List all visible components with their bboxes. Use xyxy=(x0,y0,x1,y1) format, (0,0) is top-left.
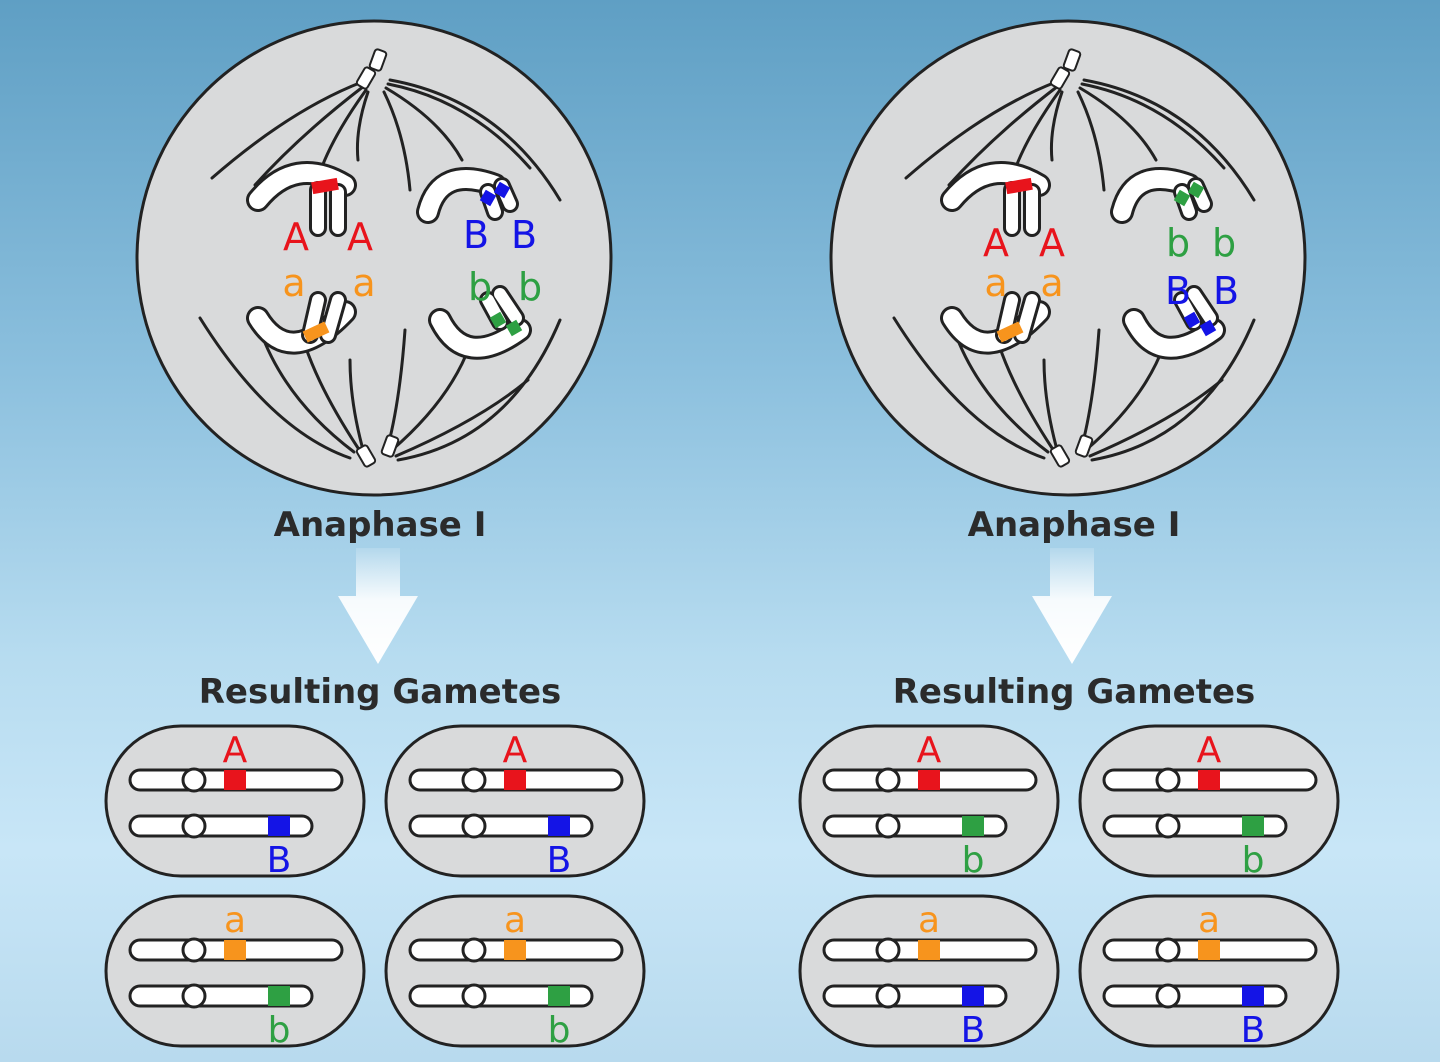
anaphase-cell: A A a a B B b b xyxy=(135,19,613,497)
gamete: A b xyxy=(1078,724,1340,881)
gametes-title: Resulting Gametes xyxy=(199,672,562,712)
gamete: a b xyxy=(384,894,646,1051)
chromosome-B xyxy=(1122,285,1226,360)
chromosome-A xyxy=(246,161,357,237)
down-arrow-icon xyxy=(338,548,418,664)
allele-label: b xyxy=(548,1010,571,1051)
allele-label: B xyxy=(961,1010,986,1051)
allele-label: a xyxy=(984,261,1007,305)
allele-label: a xyxy=(918,900,940,941)
centriole-bottom xyxy=(1049,434,1094,468)
allele-label: b xyxy=(962,840,985,881)
allele-label: B xyxy=(463,213,489,257)
allele-label: b xyxy=(1242,840,1265,881)
allele-label: B xyxy=(511,213,537,257)
gamete: A B xyxy=(104,724,366,881)
allele-label: A xyxy=(223,730,248,771)
centriole-bottom xyxy=(355,434,400,468)
chromosome-a xyxy=(246,291,357,355)
allele-label: A xyxy=(1197,730,1222,771)
allele-label: A xyxy=(283,215,309,259)
centriole-top xyxy=(1049,48,1082,90)
allele-label: a xyxy=(1198,900,1220,941)
gamete: a b xyxy=(104,894,366,1051)
allele-label: b xyxy=(1212,221,1236,265)
allele-label: B xyxy=(1213,269,1239,313)
centriole-top xyxy=(355,48,388,90)
stage-label: Anaphase I xyxy=(274,505,487,545)
allele-label: B xyxy=(267,840,292,881)
gamete: a B xyxy=(798,894,1060,1051)
gametes-title: Resulting Gametes xyxy=(893,672,1256,712)
down-arrow-icon xyxy=(1032,548,1112,664)
allele-label: B xyxy=(547,840,572,881)
allele-label: a xyxy=(504,900,526,941)
cell-allele-labels: A A a a B B b b xyxy=(282,213,542,309)
allele-label: B xyxy=(1241,1010,1266,1051)
allele-label: A xyxy=(917,730,942,771)
stage-label: Anaphase I xyxy=(968,505,1181,545)
allele-label: b xyxy=(468,265,492,309)
panel-1: A A a a B B b b Anaphase I Resulting Gam… xyxy=(104,19,646,1051)
panel-2: A A a a b b B B Anaphase I Resulting Gam… xyxy=(798,19,1340,1051)
gamete: a B xyxy=(1078,894,1340,1051)
allele-label: B xyxy=(1165,269,1191,313)
anaphase-cell: A A a a b b B B xyxy=(829,19,1307,497)
chromosome-b xyxy=(1110,167,1213,224)
allele-label: a xyxy=(352,261,375,305)
allele-label: a xyxy=(1040,261,1063,305)
allele-label: A xyxy=(983,221,1009,265)
chromosome-b xyxy=(428,285,532,360)
chromosome-B xyxy=(416,167,519,224)
gamete: A b xyxy=(798,724,1060,881)
cell-allele-labels: A A a a b b B B xyxy=(983,221,1239,313)
allele-label: b xyxy=(1166,221,1190,265)
gamete: A B xyxy=(384,724,646,881)
allele-label: a xyxy=(224,900,246,941)
allele-label: b xyxy=(518,265,542,309)
allele-label: A xyxy=(1039,221,1065,265)
chromosome-a xyxy=(940,291,1051,355)
allele-label: b xyxy=(268,1010,291,1051)
allele-label: A xyxy=(503,730,528,771)
chromosome-A xyxy=(940,161,1051,237)
allele-label: A xyxy=(347,215,373,259)
allele-label: a xyxy=(282,261,305,305)
